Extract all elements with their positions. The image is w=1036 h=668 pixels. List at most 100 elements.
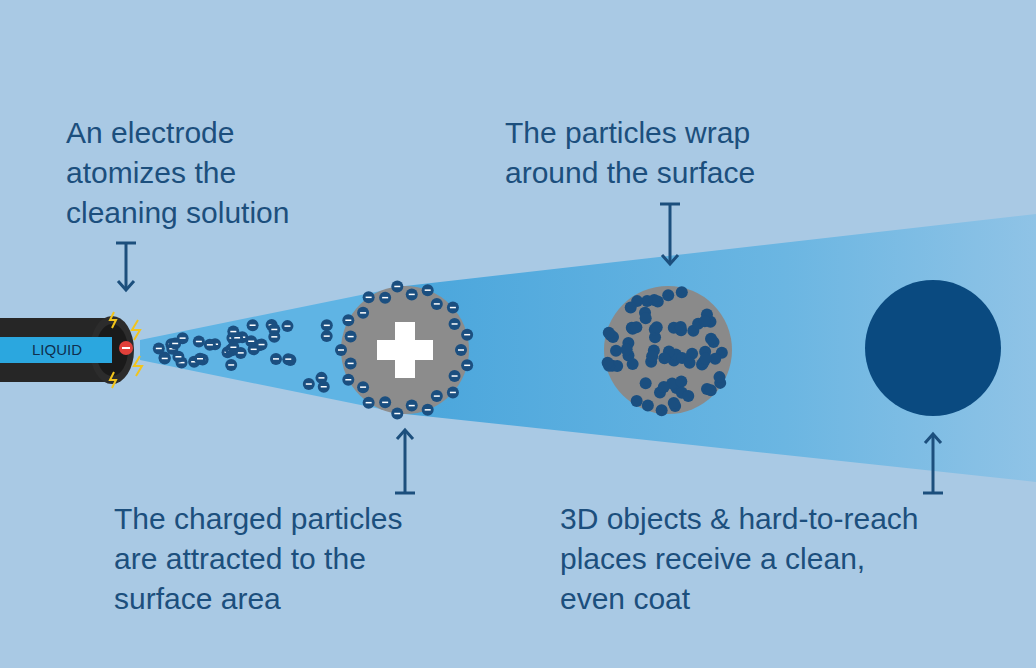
coating-particle bbox=[631, 395, 643, 407]
minus-sign bbox=[366, 402, 372, 404]
coating-particle bbox=[668, 397, 680, 409]
charged-particle bbox=[461, 329, 473, 341]
minus-sign bbox=[230, 347, 236, 349]
charged-particle bbox=[379, 292, 391, 304]
minus-sign bbox=[306, 383, 312, 385]
charged-particle bbox=[227, 326, 239, 338]
charged-particle bbox=[282, 353, 294, 365]
charged-particle bbox=[335, 344, 347, 356]
minus-sign bbox=[425, 289, 431, 291]
coating-particle bbox=[705, 333, 717, 345]
charged-particle bbox=[357, 381, 369, 393]
charged-particle bbox=[227, 341, 239, 353]
minus-sign bbox=[180, 337, 186, 339]
charged-particle bbox=[321, 319, 333, 331]
charged-particle bbox=[225, 359, 237, 371]
callout-text: The charged particles are attracted to t… bbox=[114, 499, 434, 619]
charged-particle bbox=[153, 342, 165, 354]
minus-sign bbox=[238, 352, 244, 354]
minus-sign bbox=[452, 323, 458, 325]
minus-sign bbox=[360, 386, 366, 388]
minus-sign bbox=[284, 325, 290, 327]
minus-sign bbox=[196, 341, 202, 343]
minus-sign bbox=[207, 344, 213, 346]
coating-particle bbox=[610, 345, 622, 357]
coating-particle bbox=[652, 295, 664, 307]
charged-particle bbox=[315, 372, 327, 384]
charged-particle bbox=[256, 339, 268, 351]
coating-particle bbox=[625, 302, 637, 314]
coating-particle bbox=[705, 384, 717, 396]
callout-text: The particles wrap around the surface bbox=[505, 113, 805, 193]
charged-particle bbox=[345, 331, 357, 343]
coating-particle bbox=[684, 357, 696, 369]
coated-object bbox=[865, 280, 1001, 416]
charged-particle bbox=[342, 314, 354, 326]
minus-sign bbox=[348, 363, 354, 365]
coating-particle bbox=[627, 358, 639, 370]
charged-particle bbox=[169, 337, 181, 349]
charged-particle bbox=[172, 351, 184, 363]
charged-particle bbox=[449, 370, 461, 382]
minus-sign bbox=[450, 307, 456, 309]
charged-particle bbox=[281, 320, 293, 332]
spray-cone bbox=[405, 214, 1036, 482]
charged-particle bbox=[406, 288, 418, 300]
charged-particle bbox=[363, 397, 375, 409]
coating-particle bbox=[658, 352, 670, 364]
minus-sign bbox=[318, 377, 324, 379]
minus-sign bbox=[197, 358, 203, 360]
charged-particle bbox=[422, 404, 434, 416]
coating-particle bbox=[642, 400, 654, 412]
minus-sign bbox=[321, 386, 327, 388]
charged-particle bbox=[159, 352, 171, 364]
minus-sign bbox=[458, 349, 464, 351]
minus-sign bbox=[464, 365, 470, 367]
charged-surface bbox=[341, 286, 469, 414]
callout-text: 3D objects & hard-to-reach places receiv… bbox=[560, 499, 932, 619]
minus-sign bbox=[409, 294, 415, 296]
minus-sign bbox=[434, 303, 440, 305]
charged-particle bbox=[193, 335, 205, 347]
charged-particle bbox=[363, 291, 375, 303]
charged-particle bbox=[379, 396, 391, 408]
minus-sign bbox=[382, 402, 388, 404]
minus-sign bbox=[425, 409, 431, 411]
coating-particle bbox=[630, 321, 642, 333]
leader-arrow bbox=[116, 204, 943, 493]
coating-particle bbox=[658, 381, 670, 393]
charged-particle bbox=[303, 378, 315, 390]
charged-particle bbox=[455, 344, 467, 356]
coating-particle bbox=[651, 321, 663, 333]
minus-sign bbox=[175, 356, 181, 358]
charged-particle bbox=[391, 280, 403, 292]
coating-particle bbox=[682, 390, 694, 402]
coating-particle bbox=[700, 352, 712, 364]
charged-particle bbox=[447, 386, 459, 398]
spray-nozzle: LIQUID bbox=[0, 300, 160, 400]
coating-particle bbox=[662, 289, 674, 301]
charged-particle bbox=[342, 374, 354, 386]
minus-sign bbox=[452, 375, 458, 377]
coating-particle bbox=[675, 375, 687, 387]
minus-sign bbox=[382, 297, 388, 299]
charged-particle bbox=[449, 318, 461, 330]
wrapped-surface bbox=[604, 286, 732, 414]
charged-particle bbox=[357, 307, 369, 319]
charged-particle bbox=[447, 302, 459, 314]
callout-text: An electrode atomizes the cleaning solut… bbox=[66, 113, 346, 233]
minus-sign bbox=[345, 379, 351, 381]
charged-particle bbox=[461, 359, 473, 371]
minus-sign bbox=[366, 297, 372, 299]
charged-particle bbox=[345, 357, 357, 369]
charged-particle bbox=[247, 319, 259, 331]
minus-sign bbox=[250, 324, 256, 326]
particle-group bbox=[153, 280, 473, 419]
minus-sign bbox=[338, 349, 344, 351]
minus-sign bbox=[394, 413, 400, 415]
coating-particle bbox=[621, 343, 633, 355]
charged-particle bbox=[194, 353, 206, 365]
minus-sign bbox=[348, 336, 354, 338]
charged-particle bbox=[245, 335, 257, 347]
minus-sign bbox=[450, 392, 456, 394]
